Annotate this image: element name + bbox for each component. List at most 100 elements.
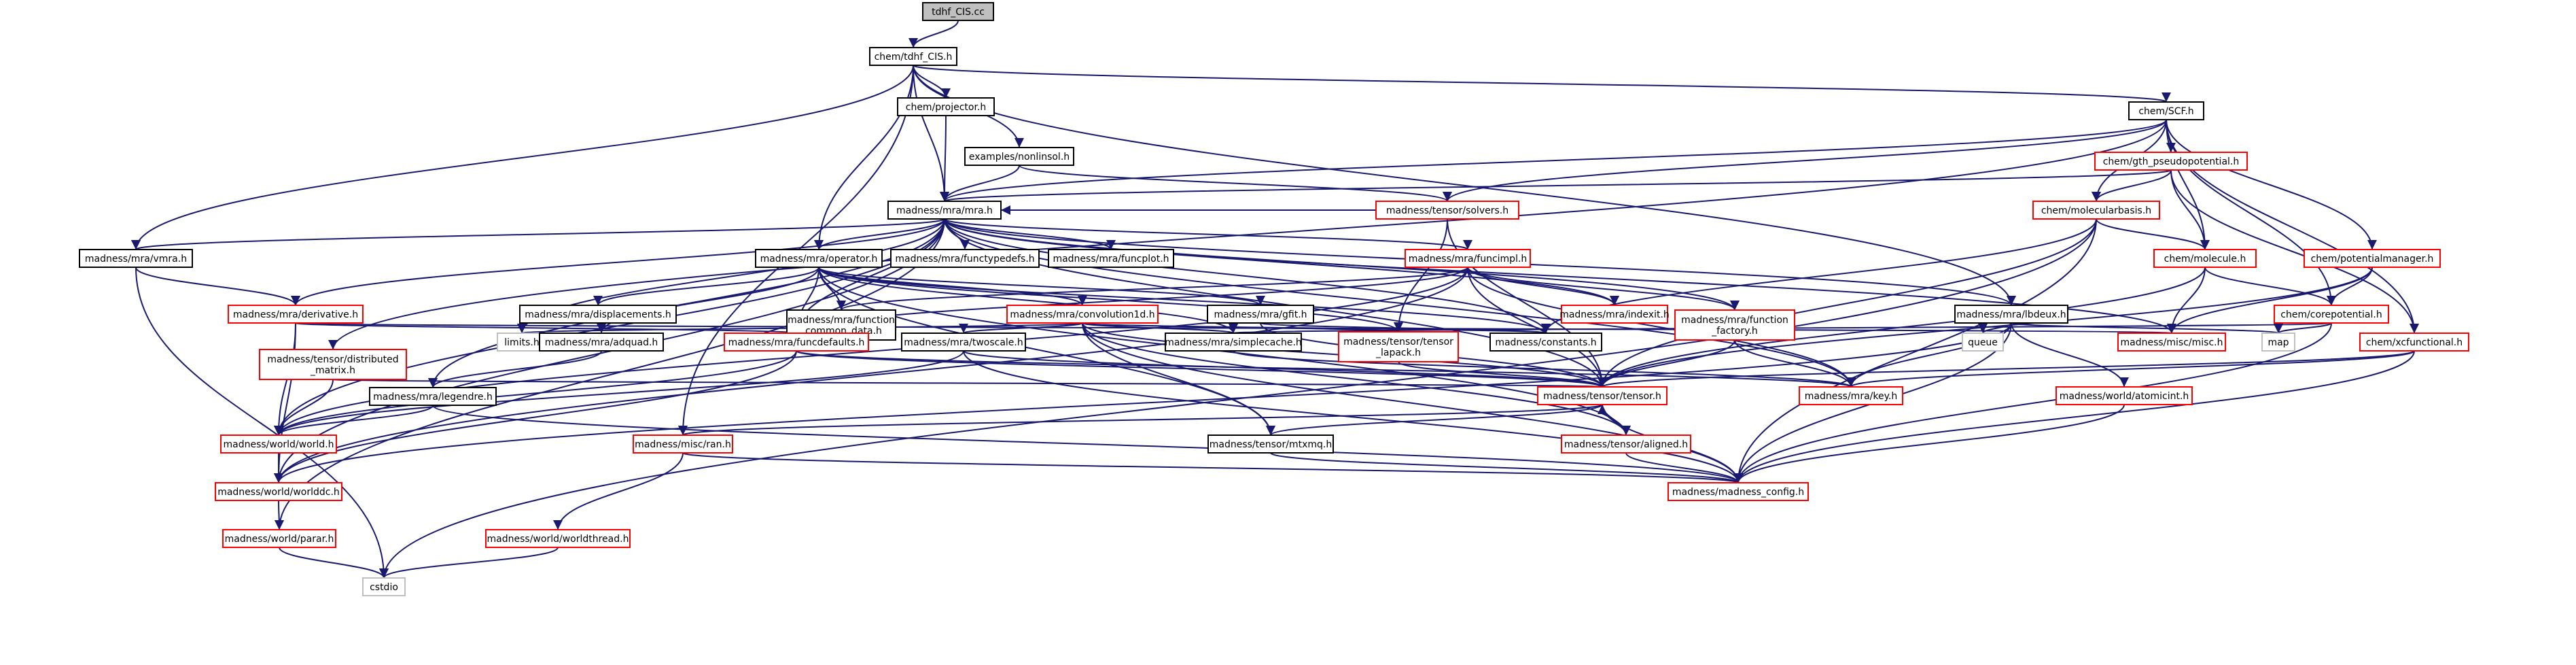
node-label: limits.h [504, 337, 539, 348]
edge-lapack_h-to-tensor_h [1398, 361, 1607, 388]
edge-tdhf_cis_h-to-operator_h [814, 65, 914, 250]
node-lbdeux_h[interactable]: madness/mra/lbdeux.h [1954, 305, 2068, 324]
node-tdhf_cis_h[interactable]: chem/tdhf_CIS.h [869, 47, 957, 66]
node-label: madness/tensor/solvers.h [1386, 205, 1508, 216]
node-twoscale_h[interactable]: madness/mra/twoscale.h [901, 332, 1026, 352]
edge-vmra_h-to-derivative_h [135, 267, 300, 306]
node-box [1375, 201, 1519, 220]
node-conv1d_h[interactable]: madness/mra/convolution1d.h [1006, 305, 1159, 324]
node-legendre_h[interactable]: madness/mra/legendre.h [369, 387, 497, 406]
node-nonlinsol_h[interactable]: examples/nonlinsol.h [964, 147, 1074, 166]
edge-root-to-tdhf_cis_h [908, 20, 959, 48]
node-box [2094, 152, 2248, 171]
node-box [2359, 332, 2469, 352]
edge-vmra_h-to-cstdio [135, 267, 389, 579]
node-aligned_h[interactable]: madness/tensor/aligned.h [1561, 434, 1691, 454]
edge-funcdefaults_h-to-worlddc_h [274, 350, 797, 483]
edge-twoscale_h-to-config_h [963, 350, 1743, 483]
node-label: madness/world/world.h [223, 439, 334, 450]
node-worldthread_h[interactable]: madness/world/worldthread.h [485, 529, 631, 548]
node-atomicint_h[interactable]: madness/world/atomicint.h [2055, 386, 2193, 405]
node-key_h[interactable]: madness/mra/key.h [1799, 386, 1903, 405]
edge-scf_h-to-mra_h [940, 119, 2167, 202]
node-adquad_h[interactable]: madness/mra/adquad.h [539, 332, 664, 352]
edge-xcfunc_h-to-config_h [1733, 350, 2415, 483]
edge-operator_h-to-lapack_h [818, 267, 1403, 332]
edge-aligned_h-to-tensor_h [1598, 404, 1627, 436]
node-solvers_h[interactable]: madness/tensor/solvers.h [1375, 201, 1519, 220]
node-operator_h[interactable]: madness/mra/operator.h [755, 249, 883, 268]
node-box [1668, 482, 1809, 501]
edge-gth_h-to-xcfunc_h [2170, 169, 2419, 334]
node-funcfactory_h[interactable]: madness/mra/function_factory.h [1674, 309, 1795, 341]
node-projector_h[interactable]: chem/projector.h [897, 97, 995, 116]
edge-mra_h-to-constants_h [944, 218, 1551, 334]
node-box [922, 2, 994, 21]
node-mra_h[interactable]: madness/mra/mra.h [887, 201, 1002, 220]
node-root[interactable]: tdhf_CIS.cc [922, 2, 994, 21]
edge-projector_h-to-mra_h [940, 115, 950, 202]
node-config_h[interactable]: madness/madness_config.h [1668, 482, 1809, 501]
node-box [1207, 434, 1334, 454]
node-mtxmq_h[interactable]: madness/tensor/mtxmq.h [1207, 434, 1334, 454]
node-potmgr_h[interactable]: chem/potentialmanager.h [2304, 249, 2441, 268]
node-box [755, 249, 883, 268]
node-label: madness/tensor/tensor.h [1543, 391, 1661, 402]
node-box [1338, 331, 1459, 362]
node-misc_h[interactable]: madness/misc/misc.h [2117, 332, 2226, 352]
edge-derivative_h-to-funcdefaults_h [295, 322, 800, 334]
node-label: madness/constants.h [1495, 337, 1596, 348]
edge-atomicint_h-to-config_h [1733, 404, 2125, 483]
node-lapack_h[interactable]: madness/tensor/tensor_lapack.h [1338, 331, 1459, 362]
node-funcimpl_h[interactable]: madness/mra/funcimpl.h [1405, 249, 1531, 268]
node-tensor_h[interactable]: madness/tensor/tensor.h [1537, 386, 1668, 405]
edge-mra_h-to-parar_h [275, 218, 945, 530]
node-cstdio: cstdio [362, 577, 406, 596]
node-xcfunc_h[interactable]: chem/xcfunctional.h [2359, 332, 2469, 352]
node-corepot_h[interactable]: chem/corepotential.h [2274, 305, 2389, 324]
node-map: map [2261, 332, 2295, 352]
edge-conv1d_h-to-simplecache_h [1082, 322, 1238, 334]
edge-xcfunc_h-to-tensor_h [1598, 350, 2415, 388]
node-box [964, 147, 1074, 166]
edge-tensor_h-to-ran_h [678, 404, 1603, 436]
edge-molecule_h-to-corepot_h [2204, 267, 2336, 306]
edge-mra_h-to-misc_h [944, 218, 2176, 334]
node-label: madness/world/worlddc.h [217, 487, 340, 498]
node-gth_h[interactable]: chem/gth_pseudopotential.h [2094, 152, 2248, 171]
node-vmra_h[interactable]: madness/mra/vmra.h [79, 249, 193, 268]
node-parar_h[interactable]: madness/world/parar.h [222, 529, 336, 548]
node-constants_h[interactable]: madness/constants.h [1489, 332, 1602, 352]
node-label: _lapack.h [1375, 347, 1421, 358]
edges-layer [131, 20, 2419, 579]
node-scf_h[interactable]: chem/SCF.h [2128, 101, 2204, 120]
node-box [259, 349, 407, 380]
node-molbasis_h[interactable]: chem/molecularbasis.h [2032, 201, 2160, 220]
node-box [79, 249, 193, 268]
edge-operator_h-to-gfit_h [818, 267, 1265, 306]
node-label: madness/mra/functypedefs.h [895, 254, 1034, 265]
node-box [1006, 305, 1159, 324]
node-box [369, 387, 497, 406]
node-label: examples/nonlinsol.h [969, 152, 1070, 163]
node-ran_h[interactable]: madness/misc/ran.h [633, 434, 733, 454]
node-box [887, 201, 1002, 220]
node-funcplot_h[interactable]: madness/mra/funcplot.h [1048, 249, 1174, 268]
node-molecule_h[interactable]: chem/molecule.h [2153, 249, 2257, 268]
node-displacements_h[interactable]: madness/mra/displacements.h [519, 305, 677, 324]
node-label: madness/mra/displacements.h [525, 309, 671, 320]
node-worlddc_h[interactable]: madness/world/worlddc.h [215, 482, 342, 501]
node-label: madness/mra/indexit.h [1559, 309, 1670, 320]
node-derivative_h[interactable]: madness/mra/derivative.h [228, 305, 364, 324]
edge-mra_h-to-funcplot_h [944, 218, 1116, 250]
node-functypedefs_h[interactable]: madness/mra/functypedefs.h [890, 249, 1040, 268]
edge-conv1d_h-to-mtxmq_h [1082, 322, 1275, 436]
node-gfit_h[interactable]: madness/mra/gfit.h [1207, 305, 1314, 324]
node-world_h[interactable]: madness/world/world.h [220, 434, 337, 454]
edge-funcimpl_h-to-key_h [1467, 267, 1856, 388]
node-distmatrix_h[interactable]: madness/tensor/distributed_matrix.h [259, 349, 407, 380]
node-indexit_h[interactable]: madness/mra/indexit.h [1559, 305, 1670, 324]
node-funcdefaults_h[interactable]: madness/mra/funcdefaults.h [724, 332, 869, 352]
edge-tdhf_cis_h-to-vmra_h [131, 65, 914, 250]
node-simplecache_h[interactable]: madness/mra/simplecache.h [1165, 332, 1302, 352]
